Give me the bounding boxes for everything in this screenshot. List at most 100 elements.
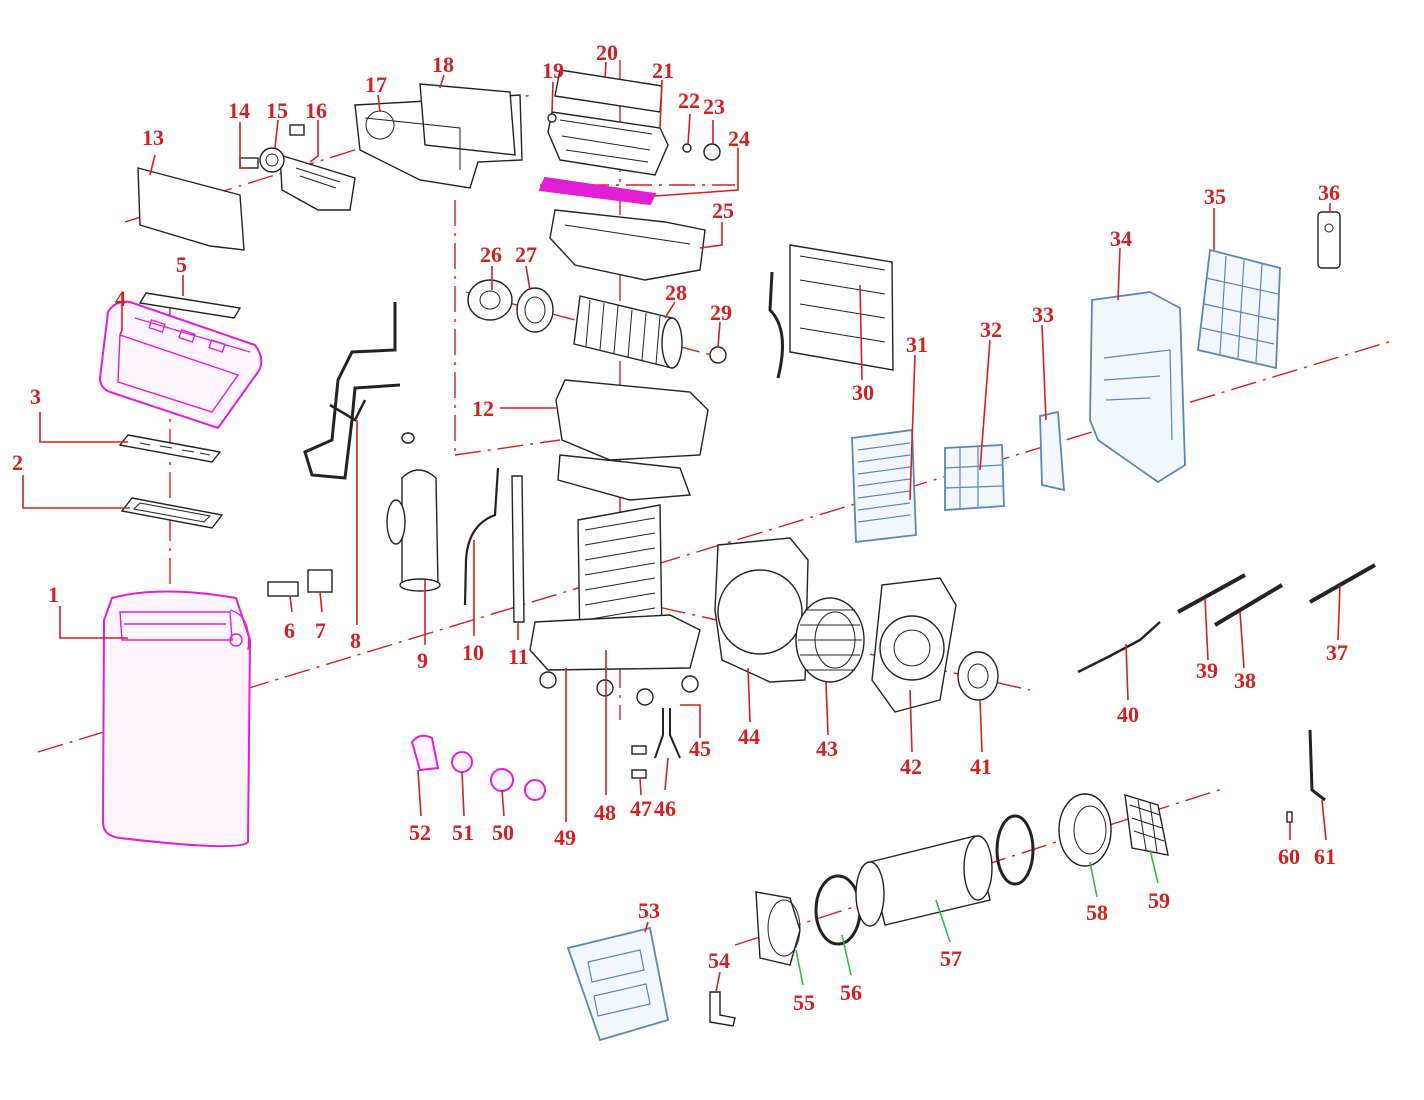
evaporator-part xyxy=(577,504,663,651)
callout-53: 53 xyxy=(638,898,660,923)
seal-part xyxy=(524,779,546,801)
callout-45: 45 xyxy=(689,736,711,761)
hose-ring-part xyxy=(814,874,862,946)
callout-10: 10 xyxy=(462,640,484,665)
knob-part xyxy=(703,143,721,161)
blower-bracket-part xyxy=(871,577,957,713)
callout-37: 37 xyxy=(1326,640,1348,665)
control-box-parts xyxy=(137,83,523,251)
callout-4: 4 xyxy=(115,286,126,311)
callout-33: 33 xyxy=(1032,302,1054,327)
callout-5: 5 xyxy=(176,252,187,277)
lower-volute-part xyxy=(555,379,709,501)
callout-3: 3 xyxy=(30,384,41,409)
callout-26: 26 xyxy=(480,242,502,267)
capillary-tube-part xyxy=(463,467,500,606)
callout-labels: 1 2 3 4 5 6 7 8 9 10 11 12 13 14 15 16 1… xyxy=(12,40,1348,1015)
callout-15: 15 xyxy=(266,98,288,123)
clip-part xyxy=(631,745,647,755)
callout-52: 52 xyxy=(409,820,431,845)
callout-16: 16 xyxy=(305,98,327,123)
blower-housing-part xyxy=(714,537,809,683)
pump-housing-part xyxy=(410,734,440,772)
panel-frame-part xyxy=(120,497,224,529)
refrigerant-system xyxy=(267,302,441,597)
callout-20: 20 xyxy=(596,40,618,65)
accessory-parts xyxy=(1077,563,1376,823)
callout-42: 42 xyxy=(900,754,922,779)
callout-39: 39 xyxy=(1196,658,1218,683)
rear-adapter-part xyxy=(1058,793,1112,867)
callout-36: 36 xyxy=(1318,180,1340,205)
rear-cabinet-part xyxy=(1089,291,1186,484)
sensor-wire-part xyxy=(654,708,681,759)
pump-parts xyxy=(410,734,546,801)
remote-control-part xyxy=(1317,211,1341,269)
callout-6: 6 xyxy=(284,618,295,643)
blower-assembly xyxy=(631,537,999,779)
callout-14: 14 xyxy=(228,98,250,123)
callout-41: 41 xyxy=(970,754,992,779)
callout-55: 55 xyxy=(793,990,815,1015)
mesh-grille-part xyxy=(1124,794,1169,856)
rod-38-part xyxy=(1213,583,1284,627)
callout-50: 50 xyxy=(492,820,514,845)
power-cord-part xyxy=(1077,621,1161,674)
rear-grille-part xyxy=(1197,248,1281,370)
compressor-part xyxy=(386,432,441,592)
callout-29: 29 xyxy=(710,300,732,325)
condenser-side xyxy=(768,211,1341,544)
front-cabinet-part xyxy=(101,590,252,848)
callout-17: 17 xyxy=(365,72,387,97)
callout-46: 46 xyxy=(654,796,676,821)
exhaust-hose-kit xyxy=(566,793,1169,1042)
screw-60-part xyxy=(1286,811,1293,823)
rod-37-part xyxy=(1309,563,1376,604)
callout-25: 25 xyxy=(712,198,734,223)
window-adapter-part xyxy=(755,891,801,966)
callout-31: 31 xyxy=(906,332,928,357)
callout-38: 38 xyxy=(1234,668,1256,693)
fan-motor-part xyxy=(467,279,513,321)
motor-mount-part xyxy=(516,287,554,333)
filter-bracket-part xyxy=(1039,410,1065,492)
pipe-assembly-part xyxy=(303,302,401,480)
control-cover-part xyxy=(137,167,245,251)
callout-60: 60 xyxy=(1278,844,1300,869)
callout-58: 58 xyxy=(1086,900,1108,925)
callout-7: 7 xyxy=(315,618,326,643)
window-panel-part xyxy=(566,926,670,1042)
callout-35: 35 xyxy=(1204,184,1226,209)
callout-28: 28 xyxy=(665,280,687,305)
top-grille-part xyxy=(554,69,663,113)
callout-34: 34 xyxy=(1110,226,1132,251)
callout-18: 18 xyxy=(432,52,454,77)
callout-23: 23 xyxy=(703,94,725,119)
impeller-part xyxy=(490,768,514,792)
window-bracket-part xyxy=(709,991,736,1027)
hex-key-part xyxy=(1308,729,1326,802)
callout-47: 47 xyxy=(630,796,652,821)
callout-51: 51 xyxy=(452,820,474,845)
callout-21: 21 xyxy=(652,58,674,83)
callout-30: 30 xyxy=(852,380,874,405)
callout-59: 59 xyxy=(1148,888,1170,913)
callout-54: 54 xyxy=(708,948,730,973)
exhaust-hose-part xyxy=(855,835,993,927)
callout-11: 11 xyxy=(508,644,529,669)
evaporator-assembly xyxy=(463,69,727,706)
callout-12: 12 xyxy=(472,396,494,421)
clip-part-2 xyxy=(631,769,647,779)
callout-56: 56 xyxy=(840,980,862,1005)
electric-box-part xyxy=(354,83,523,189)
front-housing-parts xyxy=(98,292,263,848)
screw-part xyxy=(547,113,557,123)
rod-39-part xyxy=(1177,573,1246,614)
callout-61: 61 xyxy=(1314,844,1336,869)
callout-9: 9 xyxy=(417,648,428,673)
callout-43: 43 xyxy=(816,736,838,761)
rear-filter-part xyxy=(851,428,917,544)
condenser-part xyxy=(768,244,894,379)
capacitor-part xyxy=(307,569,333,593)
